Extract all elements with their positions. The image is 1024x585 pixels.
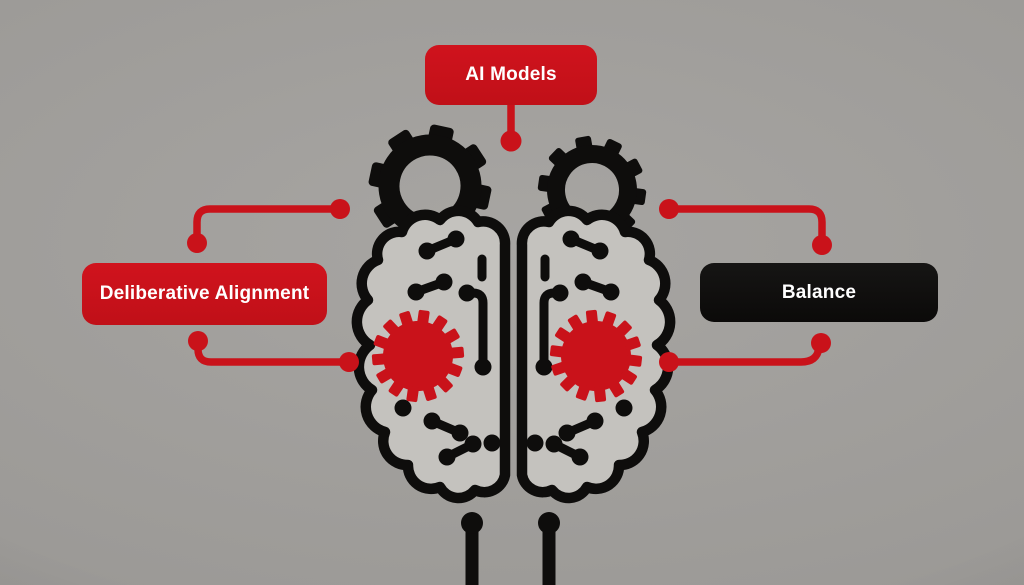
circuit-legs [461, 512, 560, 585]
node-deliberative-alignment-label: Deliberative Alignment [99, 283, 310, 304]
node-ai-models: AI Models [425, 45, 597, 105]
node-balance: Balance [700, 263, 938, 322]
node-ai-models-label: AI Models [465, 64, 557, 85]
node-balance-label: Balance [781, 281, 857, 303]
connector-deliberative-top-line [193, 205, 343, 246]
connector-balance-bottom-line [665, 341, 824, 366]
node-deliberative-alignment: Deliberative Alignment [82, 263, 327, 325]
connector-end-dots [187, 130, 832, 372]
connector-balance-top-line [665, 205, 826, 247]
connector-deliberative-bottom-line [194, 337, 351, 366]
